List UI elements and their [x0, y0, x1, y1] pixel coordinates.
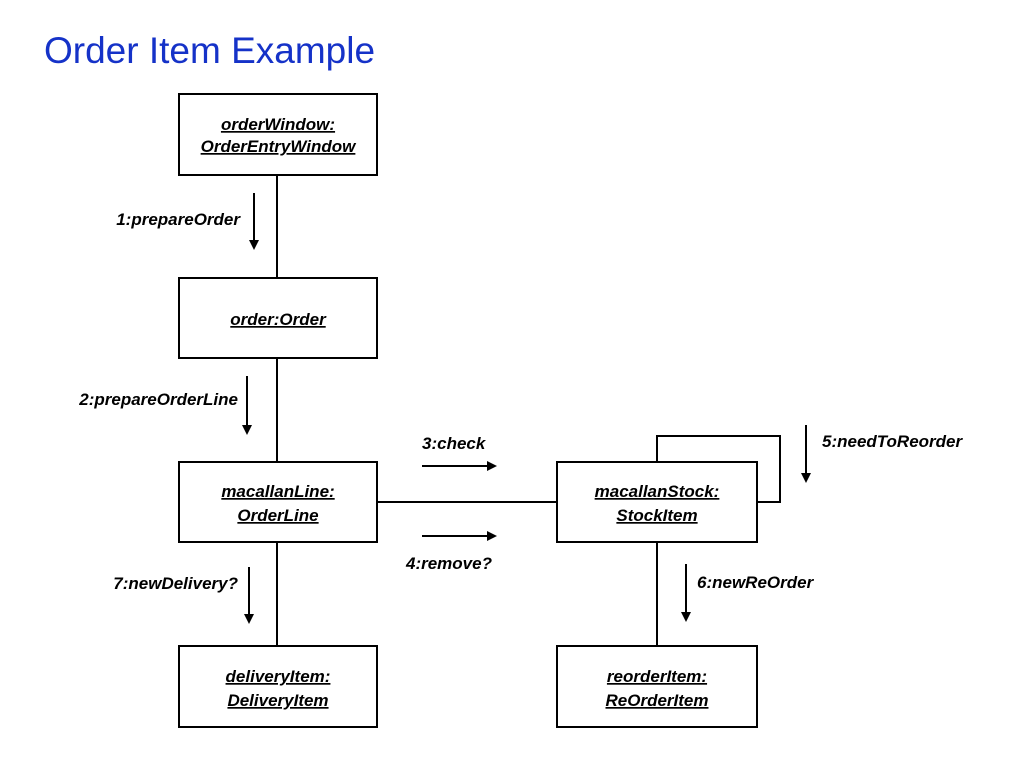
object-order: order:Order — [178, 277, 378, 359]
object-order-window-name: orderWindow: — [221, 115, 335, 134]
object-macallan-line-name: macallanLine: — [221, 482, 334, 501]
page-title: Order Item Example — [44, 30, 376, 71]
object-reorder-item: reorderItem: ReOrderItem — [556, 645, 758, 728]
object-macallan-line-class: OrderLine — [237, 506, 318, 525]
object-delivery-item-class: DeliveryItem — [227, 691, 328, 710]
object-macallan-line: macallanLine: OrderLine — [178, 461, 378, 543]
message-6-label: 6:newReOrder — [697, 573, 815, 592]
object-order-window: orderWindow: OrderEntryWindow — [178, 93, 378, 176]
message-7-label: 7:newDelivery? — [113, 574, 238, 593]
message-1-label: 1:prepareOrder — [116, 210, 241, 229]
message-4-label: 4:remove? — [405, 554, 493, 573]
object-reorder-item-name: reorderItem: — [607, 667, 707, 686]
object-macallan-stock-name: macallanStock: — [595, 482, 720, 501]
object-macallan-stock: macallanStock: StockItem — [556, 461, 758, 543]
object-macallan-stock-class: StockItem — [616, 506, 697, 525]
object-reorder-item-class: ReOrderItem — [606, 691, 709, 710]
object-delivery-item: deliveryItem: DeliveryItem — [178, 645, 378, 728]
message-2-label: 2:prepareOrderLine — [78, 390, 238, 409]
message-5-label: 5:needToReorder — [822, 432, 964, 451]
object-order-window-class: OrderEntryWindow — [201, 137, 358, 156]
message-3-label: 3:check — [422, 434, 487, 453]
object-order-name: order:Order — [230, 310, 327, 329]
object-delivery-item-name: deliveryItem: — [226, 667, 331, 686]
self-link-stock — [656, 435, 781, 503]
